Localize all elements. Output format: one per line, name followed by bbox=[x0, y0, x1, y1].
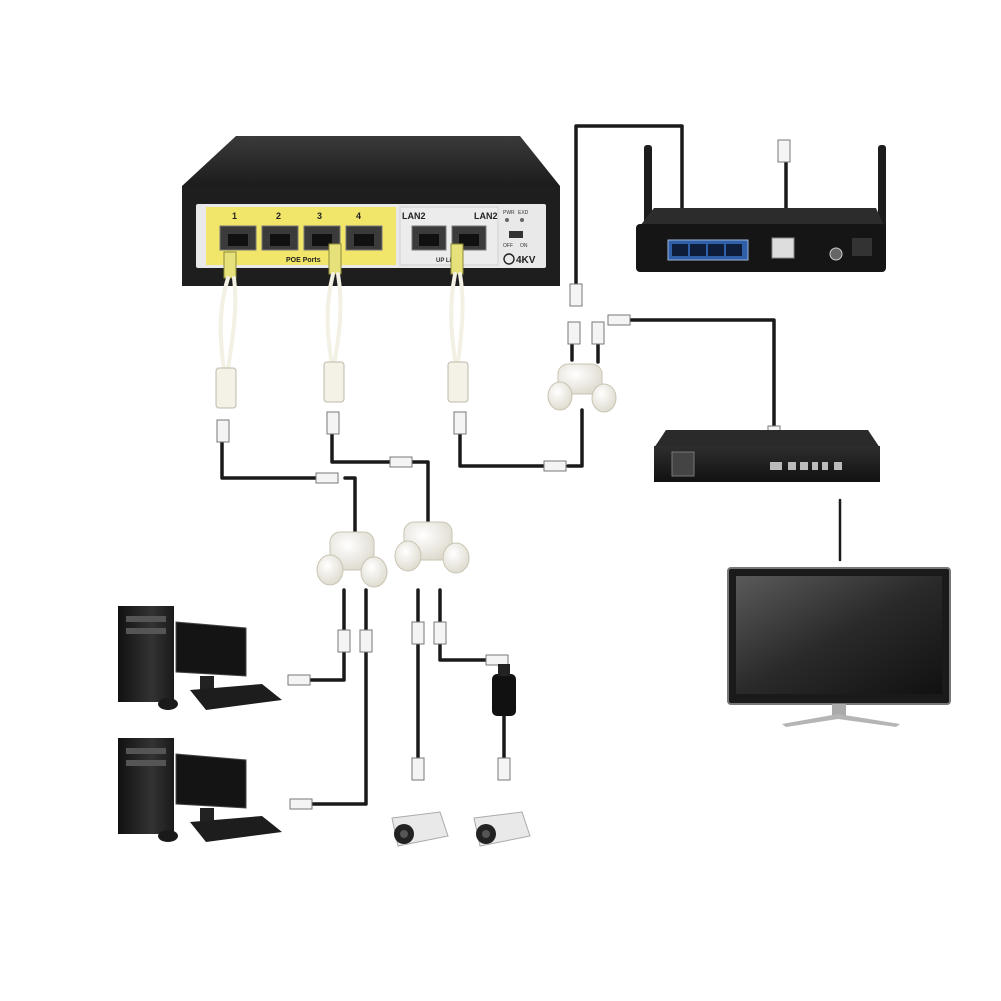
camera-1 bbox=[391, 811, 449, 847]
port-label-4: 4 bbox=[356, 211, 361, 221]
cable-splitter-nvr bbox=[618, 318, 776, 434]
nvr-fan bbox=[671, 451, 695, 477]
uplink-label-1: LAN2 bbox=[402, 211, 426, 221]
poe-split-cords bbox=[218, 272, 465, 372]
mouse-1 bbox=[158, 698, 178, 710]
cable-port3-lower bbox=[330, 428, 397, 464]
cable-pc2 bbox=[310, 588, 368, 806]
uplink-group-label: UP Link bbox=[436, 258, 459, 264]
splitter-a bbox=[316, 531, 388, 588]
computer-1 bbox=[118, 606, 282, 710]
indicator-label-pwr: PWR bbox=[503, 210, 515, 216]
port-label-1: 1 bbox=[232, 211, 237, 221]
cable-port1-lower bbox=[220, 438, 322, 480]
splitter-b bbox=[394, 521, 470, 574]
cable-injector bbox=[438, 588, 492, 662]
poe-switch: 1 2 3 4 POE Ports LAN2 LAN2 UP Link PWR … bbox=[182, 136, 560, 286]
router bbox=[636, 145, 886, 272]
cable-pc1 bbox=[308, 588, 346, 682]
toggle-label-on: ON bbox=[520, 243, 528, 249]
cables bbox=[220, 124, 842, 806]
router-usb-port bbox=[771, 237, 795, 259]
poe-injector bbox=[492, 664, 516, 716]
splitter-router bbox=[547, 363, 617, 413]
uplink-label-2: LAN2 bbox=[474, 211, 498, 221]
poe-split-couplers bbox=[215, 361, 469, 409]
poe-ports-label: POE Ports bbox=[286, 257, 321, 264]
port-label-3: 3 bbox=[317, 211, 322, 221]
monitor-stand bbox=[782, 714, 900, 727]
nvr-recorder bbox=[654, 430, 880, 482]
mode-toggle bbox=[509, 231, 523, 238]
router-antenna-right bbox=[878, 145, 886, 240]
cable-uplink-to-splitter bbox=[566, 408, 584, 468]
computer-2 bbox=[118, 738, 282, 842]
cable-uplink-lower bbox=[458, 426, 548, 468]
surge-label: 4KV bbox=[516, 255, 536, 266]
monitor bbox=[727, 567, 951, 727]
cable-port3-to-splitter bbox=[408, 460, 430, 524]
rj45-plugs bbox=[216, 139, 791, 810]
monitor-screen bbox=[736, 576, 942, 694]
toggle-label-off: OFF bbox=[503, 243, 513, 249]
cable-router-lan bbox=[574, 124, 684, 292]
surge-icon bbox=[503, 253, 515, 265]
camera-2 bbox=[473, 811, 531, 847]
indicator-label-exd: EXD bbox=[518, 210, 529, 216]
cable-port1-to-splitter bbox=[343, 476, 357, 534]
port-label-2: 2 bbox=[276, 211, 281, 221]
poe-plugs bbox=[223, 243, 464, 279]
mouse-2 bbox=[158, 830, 178, 842]
router-power-jack bbox=[829, 247, 843, 261]
